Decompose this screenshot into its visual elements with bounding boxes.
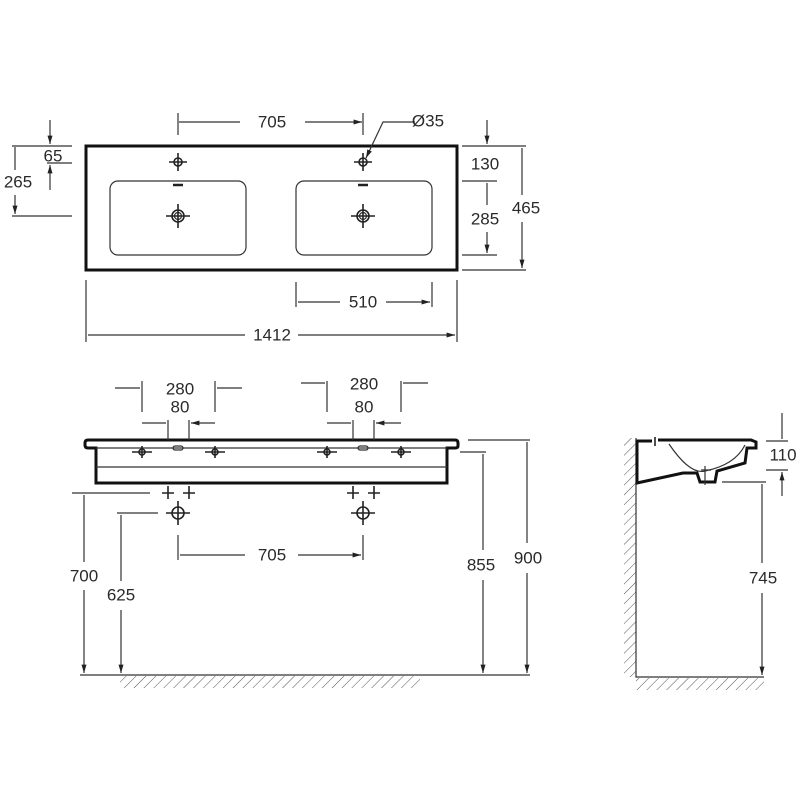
- dim-basin-from-back: 130: [471, 155, 499, 174]
- dim-right-inner: 80: [355, 398, 374, 417]
- left-basin: [109, 180, 247, 256]
- dim-top-height: 900: [514, 549, 542, 568]
- dim-total-width: 1412: [253, 326, 291, 345]
- wall-hatch: [624, 438, 636, 677]
- tap-hole-markers: [132, 446, 411, 458]
- side-view: 110 745: [624, 413, 797, 690]
- drain-icon: [351, 204, 375, 228]
- supply-markers: [162, 486, 380, 525]
- tap-hole-icon: [169, 153, 187, 171]
- dim-left-inner: 80: [171, 398, 190, 417]
- floor-hatch: [120, 676, 420, 688]
- drain-icon: [166, 204, 190, 228]
- top-view: 705 Ø35 65 265 130 285 465 510 1412: [4, 112, 540, 345]
- right-basin: [295, 180, 433, 256]
- dim-basin-depth: 285: [471, 210, 499, 229]
- tap-hole-icon: [354, 153, 372, 171]
- dim-tap-hole-diameter: Ø35: [412, 112, 444, 131]
- countertop-outline: [84, 144, 459, 272]
- sink-front-outline: [83, 438, 460, 485]
- dim-clearance-height: 745: [749, 569, 777, 588]
- floor-hatch: [636, 678, 764, 690]
- dim-right-outer: 280: [350, 375, 378, 394]
- dim-drain-spacing: 705: [258, 546, 286, 565]
- overflow-slot: [172, 445, 184, 451]
- overflow-slot: [357, 445, 369, 451]
- dim-tap-spacing: 705: [258, 113, 286, 132]
- dim-drain-height: 625: [107, 586, 135, 605]
- dim-left-outer: 280: [166, 380, 194, 399]
- sink-profile: [635, 438, 758, 485]
- dim-drain-from-edge: 265: [4, 173, 32, 192]
- dim-total-depth: 465: [512, 199, 540, 218]
- front-view: 280 80 280 80 705 700 625 855 900: [70, 375, 542, 688]
- dim-supply-height: 700: [70, 567, 98, 586]
- dim-basin-height: 110: [769, 446, 796, 465]
- dim-basin-width: 510: [349, 293, 377, 312]
- dim-underside-height: 855: [467, 556, 495, 575]
- dim-tap-from-edge: 65: [44, 147, 63, 166]
